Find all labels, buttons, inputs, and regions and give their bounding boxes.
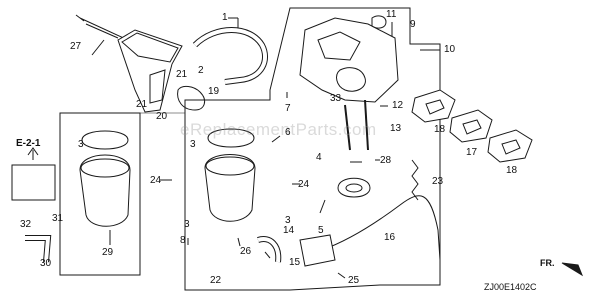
callout-25: 25 — [348, 275, 360, 286]
solenoid-14 — [299, 234, 336, 267]
cable-16 — [321, 195, 441, 261]
callout-27: 27 — [70, 41, 82, 52]
spring-23 — [411, 159, 419, 201]
callout-6: 6 — [285, 127, 291, 138]
callout-8: 8 — [180, 235, 186, 246]
callout-18a: 18 — [434, 124, 446, 135]
callout-9: 9 — [410, 19, 416, 30]
fr-label: FR. — [540, 258, 555, 268]
callout-14: 14 — [283, 225, 295, 236]
callout-5: 5 — [318, 225, 324, 236]
assembly-frame-right — [184, 7, 441, 291]
callout-13: 13 — [390, 123, 402, 134]
callout-32: 32 — [20, 219, 32, 230]
fr-arrow — [561, 262, 584, 277]
callout-7: 7 — [285, 103, 291, 114]
callout-30: 30 — [40, 258, 52, 269]
callout-3d: 3 — [285, 215, 291, 226]
screw-27 — [75, 14, 129, 41]
diagram-code: ZJ00E1402C — [484, 282, 537, 292]
callout-19: 19 — [208, 86, 220, 97]
callout-29: 29 — [102, 247, 114, 258]
callout-10: 10 — [444, 44, 456, 55]
gasket-19 — [177, 85, 206, 111]
callout-26: 26 — [240, 246, 252, 257]
gasket-17 — [449, 109, 493, 143]
callout-21a: 21 — [176, 69, 188, 80]
intake-duct — [117, 29, 183, 113]
callout-21b: 21 — [136, 99, 148, 110]
callout-23: 23 — [432, 176, 444, 187]
callout-24b: 24 — [298, 179, 310, 190]
callout-15: 15 — [289, 257, 301, 268]
callout-20: 20 — [156, 111, 168, 122]
callout-2: 2 — [198, 65, 204, 76]
callout-3b: 3 — [190, 139, 196, 150]
callout-3a: 3 — [78, 139, 84, 150]
gasket-18b — [487, 129, 533, 163]
float-chamber-right — [204, 154, 256, 222]
callout-11: 11 — [386, 9, 397, 20]
callout-4: 4 — [316, 152, 322, 163]
callout-12: 12 — [392, 100, 404, 111]
gasket-18a — [411, 89, 456, 123]
callout-1: 1 — [222, 12, 228, 23]
callout-33: 33 — [330, 93, 342, 104]
callout-3c: 3 — [184, 219, 190, 230]
needle-12 — [364, 99, 369, 151]
callout-16: 16 — [384, 232, 396, 243]
diaphragm-5 — [337, 177, 371, 198]
watermark: eReplacementParts.com — [180, 120, 377, 139]
callout-22: 22 — [210, 275, 222, 286]
float-chamber-left — [79, 154, 131, 227]
callout-17: 17 — [466, 147, 478, 158]
callout-24a: 24 — [150, 175, 162, 186]
reference-label: E-2-1 — [16, 138, 41, 149]
callout-18b: 18 — [506, 165, 518, 176]
reference-box — [11, 164, 56, 201]
callout-31: 31 — [52, 213, 64, 224]
assembly-frame-left — [59, 112, 141, 276]
callout-28: 28 — [380, 155, 392, 166]
